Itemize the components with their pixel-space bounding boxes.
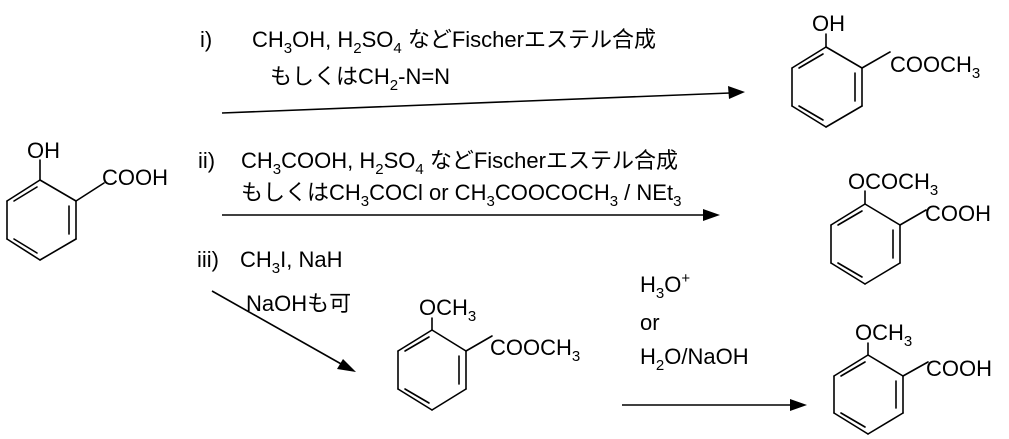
ester-bond — [861, 51, 891, 69]
route-2-label: ii) — [198, 148, 215, 173]
methyl-methoxybenzoate-structure: OCH3 COOCH3 — [397, 295, 580, 411]
methoxy-label: OCH3 — [419, 295, 476, 325]
carboxyl-label: COOH — [925, 201, 991, 226]
route-3-reagent-line-1: CH3I, NaH — [240, 247, 342, 277]
route-3-arrow — [211, 290, 356, 372]
methoxybenzoic-acid-structure: OCH3 COOH — [833, 320, 992, 435]
route-2-reagent-line-1: CH3COOH, H2SO4 などFischerエステル合成 — [241, 148, 678, 178]
route-3-label: iii) — [197, 247, 219, 272]
hydrolysis-arrow — [622, 399, 807, 411]
benzene-ring — [833, 354, 904, 435]
hydroxyl-label: OH — [27, 138, 60, 163]
hydrolysis-line-3: H2O/NaOH — [640, 344, 749, 374]
hydroxyl-label: OH — [812, 11, 845, 36]
ester-label: COOCH3 — [890, 52, 980, 82]
route-3-conditions: iii) CH3I, NaH NaOHも可 — [197, 247, 351, 316]
route-1-arrow — [221, 86, 745, 114]
route-1-reagent-line-2: もしくはCH2-N=N — [270, 64, 450, 94]
hydrolysis-line-1: H3O+ — [640, 270, 690, 302]
carboxyl-bond — [902, 361, 929, 377]
route-2-conditions: ii) CH3COOH, H2SO4 などFischerエステル合成 もしくはC… — [198, 148, 681, 210]
route-1-reagent-line-1: CH3OH, H2SO4 などFischerエステル合成 — [252, 27, 656, 57]
benzene-ring — [6, 179, 77, 261]
acetoxy-label: OCOCH3 — [848, 169, 938, 199]
route-1-conditions: i) CH3OH, H2SO4 などFischerエステル合成 もしくはCH2-… — [200, 27, 656, 94]
ester-label: COOCH3 — [490, 335, 580, 365]
benzene-ring — [791, 46, 863, 128]
hydrolysis-conditions: H3O+ or H2O/NaOH — [640, 270, 749, 374]
methoxy-label: OCH3 — [855, 320, 912, 350]
carboxyl-label: COOH — [926, 356, 992, 381]
benzene-ring — [830, 203, 901, 285]
methyl-salicylate-structure: OH COOCH3 — [791, 11, 980, 128]
carboxyl-bond — [899, 209, 927, 226]
acetylsalicylic-acid-structure: OCOCH3 COOH — [830, 169, 991, 285]
hydrolysis-line-2: or — [640, 310, 660, 335]
route-2-arrow — [222, 209, 720, 221]
route-2-reagent-line-2: もしくはCH3COCl or CH3COOCOCH3 / NEt3 — [241, 180, 681, 210]
carboxyl-label: COOH — [102, 165, 168, 190]
salicylic-acid-structure: OH COOH — [6, 138, 168, 261]
route-3-reagent-line-2: NaOHも可 — [246, 291, 351, 316]
benzene-ring — [397, 329, 467, 411]
ester-bond — [465, 335, 493, 352]
route-1-label: i) — [200, 27, 212, 52]
carboxyl-bond — [75, 182, 105, 202]
